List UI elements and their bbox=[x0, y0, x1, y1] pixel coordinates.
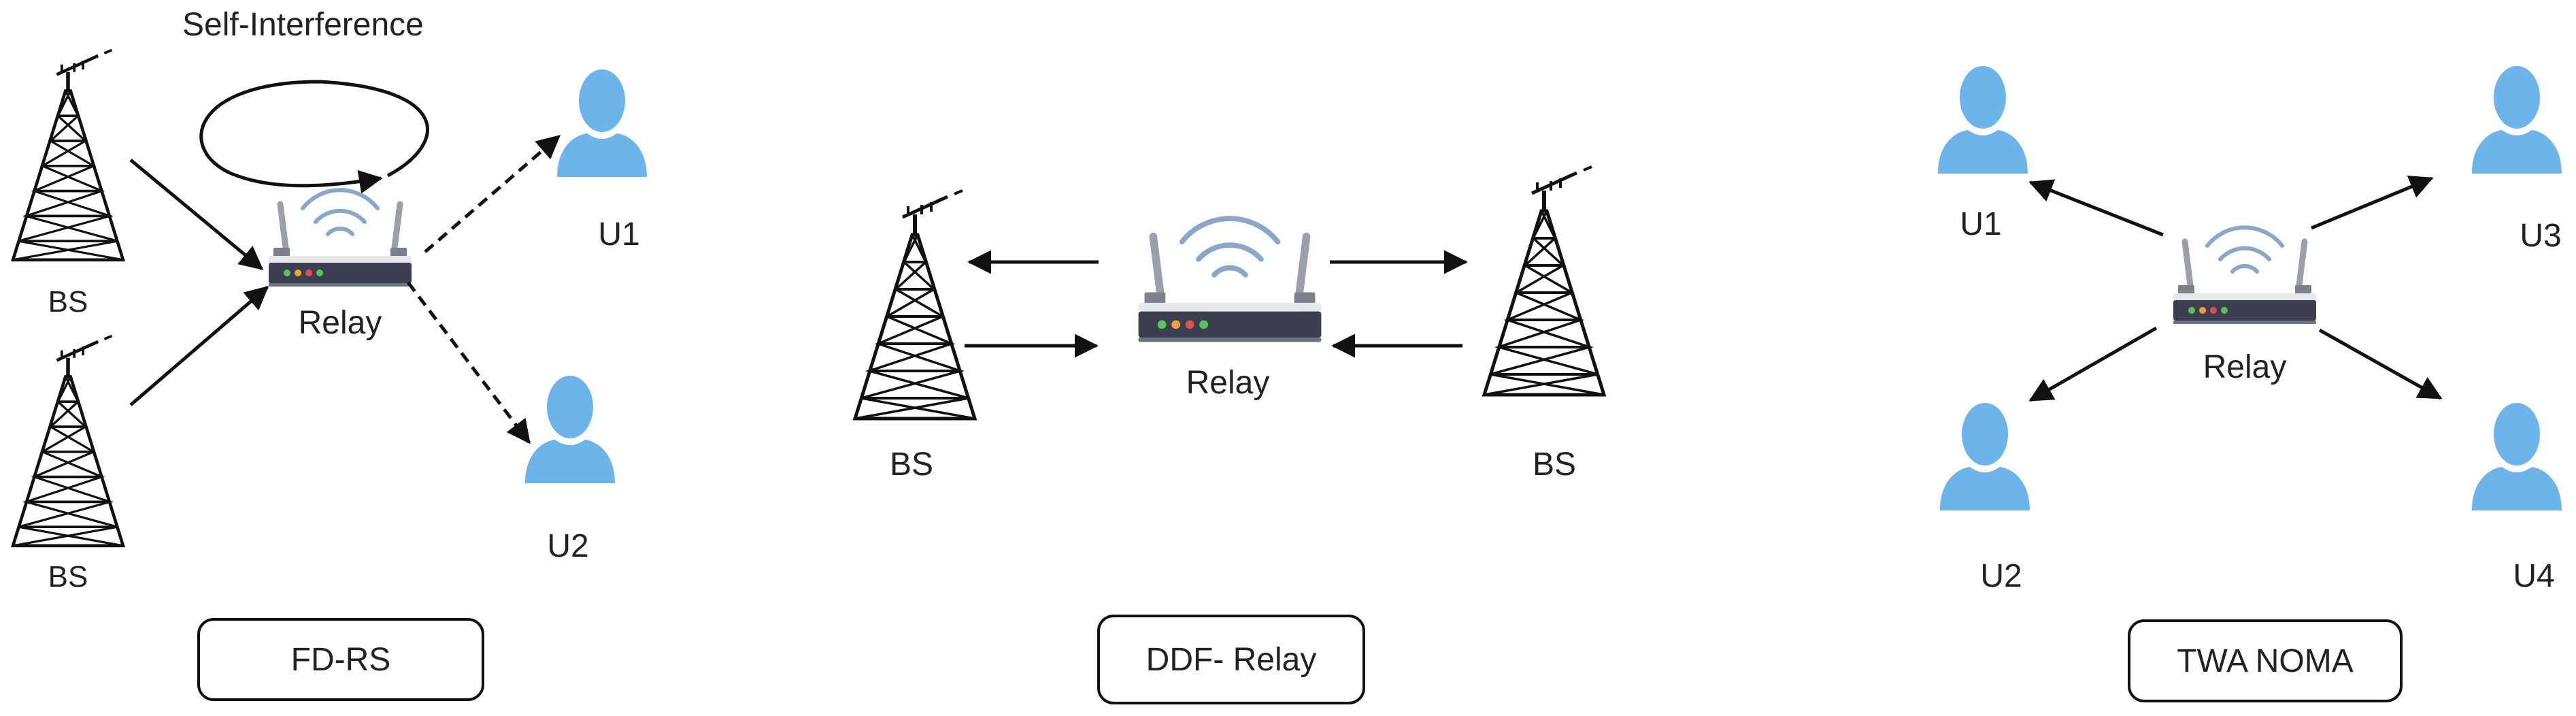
ddf-caption: DDF- Relay bbox=[1146, 642, 1317, 678]
ddf-relay-panel: BS BS Relay DDF- Relay bbox=[855, 167, 1604, 704]
ddf-caption-box bbox=[1097, 615, 1365, 704]
bs-top-label: BS bbox=[48, 285, 88, 319]
self-interference-label: Self-Interference bbox=[182, 7, 424, 43]
relay-label: Relay bbox=[299, 305, 382, 341]
relay-icon bbox=[269, 190, 412, 287]
relay-icon bbox=[1139, 218, 1322, 342]
u1-label: U1 bbox=[1960, 206, 2001, 242]
fd-rs-caption: FD-RS bbox=[291, 642, 391, 678]
twa-arrows bbox=[2028, 176, 2443, 402]
bs-tower-icon-left bbox=[855, 191, 975, 419]
user-icon-u1 bbox=[557, 69, 647, 177]
user-icon-u1 bbox=[1938, 66, 2028, 174]
twa-noma-panel: U1 U3 U2 U4 Relay TWA NOMA bbox=[1938, 66, 2562, 702]
u3-label: U3 bbox=[2520, 218, 2561, 254]
bs-bottom-label: BS bbox=[48, 560, 88, 593]
relay-icon bbox=[2173, 227, 2316, 324]
self-interference-loop bbox=[199, 80, 429, 194]
u2-label: U2 bbox=[547, 528, 588, 564]
relay-label: Relay bbox=[2203, 349, 2287, 385]
user-icon-u4 bbox=[2472, 403, 2562, 510]
ddf-arrows bbox=[965, 250, 1468, 358]
bs-right-label: BS bbox=[1533, 446, 1576, 483]
u1-label: U1 bbox=[598, 216, 639, 253]
relay-label: Relay bbox=[1186, 365, 1270, 401]
fd-rs-panel: Self-Interference BS BS Relay U1 U2 bbox=[13, 7, 647, 701]
twa-caption-box bbox=[2128, 619, 2403, 702]
fd-rs-arrows bbox=[129, 135, 561, 444]
twa-caption: TWA NOMA bbox=[2177, 643, 2354, 679]
bs-left-label: BS bbox=[890, 446, 933, 483]
bs-tower-icon-right bbox=[1484, 167, 1604, 395]
fd-rs-caption-box bbox=[197, 618, 484, 701]
user-icon-u3 bbox=[2472, 66, 2562, 174]
u4-label: U4 bbox=[2513, 558, 2554, 594]
u2-label: U2 bbox=[1980, 558, 2022, 594]
user-icon-u2 bbox=[525, 376, 615, 483]
user-icon-u2 bbox=[1940, 403, 2030, 510]
bs-tower-icon-bottom bbox=[13, 336, 123, 546]
bs-tower-icon-top bbox=[13, 50, 123, 260]
